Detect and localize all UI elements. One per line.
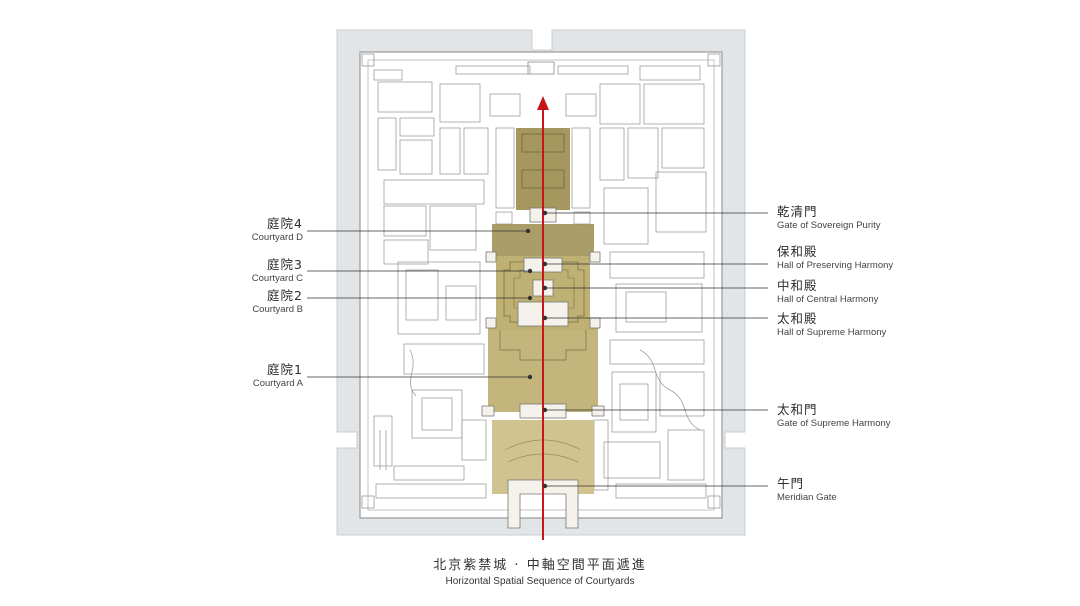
building-footprint — [603, 187, 649, 245]
building-footprint — [383, 179, 485, 205]
building-footprint — [439, 83, 481, 123]
building-footprint — [655, 171, 707, 233]
building-footprint — [609, 251, 705, 279]
building-footprint — [639, 65, 701, 81]
label-en: Courtyard D — [251, 231, 303, 243]
meridian-gate-shape — [507, 479, 579, 529]
building-footprint — [643, 83, 705, 125]
building-footprint — [599, 83, 641, 125]
building-footprint — [667, 429, 705, 481]
building-footprint — [611, 371, 657, 433]
building-footprint — [421, 397, 453, 431]
building-footprint — [399, 117, 435, 137]
label-gate-of-sovereign-purity: 乾清門 Gate of Sovereign Purity — [777, 204, 881, 231]
red-axis-arrow — [537, 96, 549, 540]
building-footprint — [659, 371, 705, 417]
label-zh: 午門 — [777, 476, 805, 491]
building-footprint — [625, 291, 667, 323]
label-en: Meridian Gate — [777, 491, 837, 503]
building-footprint — [627, 127, 659, 179]
building-footprint — [571, 127, 591, 209]
label-zh: 保和殿 — [777, 244, 818, 259]
building-footprint — [455, 65, 531, 75]
label-zh: 庭院3 — [267, 257, 303, 272]
garden-path — [639, 349, 701, 431]
figure-caption: 北京紫禁城 · 中軸空間平面遞進 Horizontal Spatial Sequ… — [0, 554, 1080, 587]
building-footprint — [615, 483, 707, 499]
building-footprint — [461, 419, 487, 461]
building-footprint — [393, 465, 465, 481]
building-footprint — [373, 415, 393, 467]
building-footprint — [377, 81, 433, 113]
label-en: Courtyard A — [252, 377, 303, 389]
building-footprint — [377, 117, 397, 171]
label-zh: 庭院1 — [267, 362, 303, 377]
building-footprint — [375, 483, 487, 499]
building-footprint — [615, 283, 703, 333]
label-courtyard-d: 庭院4 Courtyard D — [251, 216, 303, 243]
building-footprint — [411, 389, 463, 439]
building-footprint — [373, 69, 403, 81]
building-footprint — [619, 383, 649, 421]
building-footprint — [429, 205, 477, 251]
label-zh: 乾清門 — [777, 204, 818, 219]
building-footprint — [565, 93, 597, 117]
building-footprint — [599, 127, 625, 181]
caption-en: Horizontal Spatial Sequence of Courtyard… — [445, 576, 635, 587]
label-hall-of-central-harmony: 中和殿 Hall of Central Harmony — [777, 278, 879, 305]
label-meridian-gate: 午門 Meridian Gate — [777, 476, 837, 503]
building-footprint — [399, 139, 433, 175]
label-en: Gate of Sovereign Purity — [777, 219, 881, 231]
label-en: Courtyard C — [251, 272, 303, 284]
label-en: Hall of Supreme Harmony — [777, 326, 887, 338]
building-footprint — [557, 65, 629, 75]
building-footprint — [495, 127, 515, 209]
building-footprint — [463, 127, 489, 175]
label-zh: 庭院2 — [267, 288, 303, 303]
building-footprint — [383, 205, 427, 237]
label-en: Gate of Supreme Harmony — [777, 417, 891, 429]
garden-path — [379, 430, 387, 470]
label-zh: 庭院4 — [267, 216, 303, 231]
building-footprint — [445, 285, 477, 321]
building-footprint — [661, 127, 705, 169]
label-en: Hall of Preserving Harmony — [777, 259, 894, 271]
label-en: Courtyard B — [252, 303, 303, 315]
building-footprint — [405, 269, 439, 321]
building-footprint — [403, 343, 485, 375]
label-courtyard-c: 庭院3 Courtyard C — [251, 257, 303, 284]
building-footprint — [383, 239, 429, 265]
label-gate-of-supreme-harmony: 太和門 Gate of Supreme Harmony — [777, 402, 891, 429]
label-hall-of-supreme-harmony: 太和殿 Hall of Supreme Harmony — [777, 311, 887, 338]
surrounding-buildings — [373, 65, 707, 499]
label-en: Hall of Central Harmony — [777, 293, 879, 305]
label-courtyard-b: 庭院2 Courtyard B — [252, 288, 303, 315]
label-zh: 太和門 — [777, 402, 818, 417]
leader-lines — [307, 210, 768, 489]
label-zh: 太和殿 — [777, 311, 818, 326]
building-footprint — [439, 127, 461, 175]
label-zh: 中和殿 — [777, 278, 818, 293]
garden-path — [409, 349, 417, 397]
label-hall-of-preserving-harmony: 保和殿 Hall of Preserving Harmony — [777, 244, 894, 271]
caption-zh: 北京紫禁城 · 中軸空間平面遞進 — [433, 558, 647, 573]
label-courtyard-a: 庭院1 Courtyard A — [252, 362, 303, 389]
building-footprint — [609, 339, 705, 365]
building-footprint — [603, 441, 661, 479]
building-footprint — [489, 93, 521, 117]
